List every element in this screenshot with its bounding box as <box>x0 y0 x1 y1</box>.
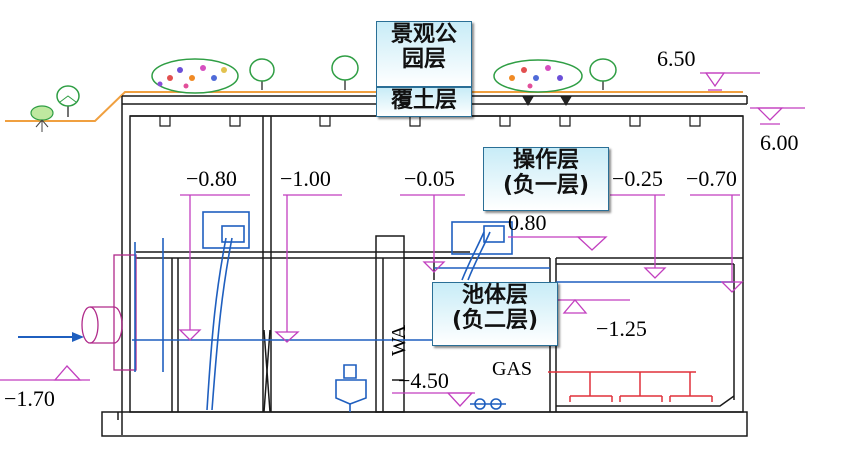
tank-label-line1: 池体层 <box>461 283 528 308</box>
elevation-markers <box>0 72 805 407</box>
tree-icon <box>56 85 80 117</box>
elevation-minus-0-80: −0.80 <box>186 166 237 191</box>
elevation-0-80: 0.80 <box>508 210 547 235</box>
elevation-minus-0-05: −0.05 <box>404 166 455 191</box>
elevation-6-00: 6.00 <box>760 130 799 155</box>
tank-label-line2: (负二层) <box>451 308 539 334</box>
landscape-label-line1: 景观公 <box>390 22 457 47</box>
inlet-channel <box>81 254 137 371</box>
tree-icon <box>331 55 359 90</box>
elevation-minus-1-70: −1.70 <box>4 386 55 411</box>
elevation-minus-1-25: −1.25 <box>596 316 647 341</box>
tank-layer-label: 池体层 (负二层) <box>432 282 558 346</box>
spotlight-icon <box>522 96 534 106</box>
wa-label: WA <box>388 324 410 356</box>
shrub-icon <box>30 105 54 132</box>
flower-bed-icon <box>151 58 239 94</box>
operation-layer-label: 操作层 (负一层) <box>483 147 609 211</box>
spotlight-icon <box>560 96 572 106</box>
gas-label: GAS <box>492 358 533 380</box>
landscape-park-layer-label: 景观公 园层 <box>376 21 472 87</box>
landscape-vegetation <box>30 55 617 132</box>
elevation-minus-0-70: −0.70 <box>686 166 737 191</box>
operation-label-line1: 操作层 <box>512 148 579 173</box>
tree-icon <box>589 58 617 90</box>
landscape-label-line2: 园层 <box>401 47 446 73</box>
aeration-pipes <box>548 371 713 402</box>
roof-beams <box>159 116 701 127</box>
tree-icon <box>249 58 275 90</box>
operation-label-line2: (负一层) <box>502 173 590 199</box>
structure-walls <box>101 115 748 437</box>
elevation-6-50: 6.50 <box>657 46 696 71</box>
elevation-minus-1-00: −1.00 <box>280 166 331 191</box>
elevation-minus-0-25: −0.25 <box>612 166 663 191</box>
elevation-minus-4-50: −4.50 <box>398 368 449 393</box>
soil-cover-layer-label: 覆土层 <box>376 87 472 117</box>
